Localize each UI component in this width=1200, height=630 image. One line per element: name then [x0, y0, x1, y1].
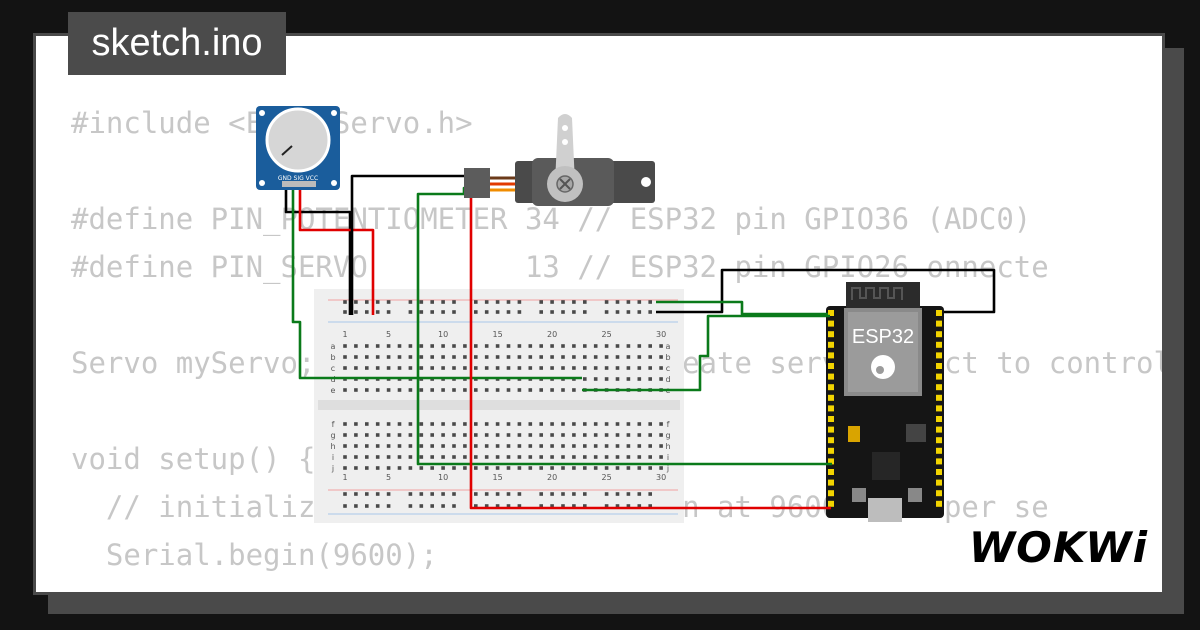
code-line: void setup() {: [71, 442, 316, 476]
pot-pin-labels: GND SIG VCC: [278, 175, 318, 182]
breadboard-column-number: 20: [547, 473, 557, 482]
breadboard-row-letter: d: [330, 375, 335, 384]
esp32-label: ESP32: [852, 326, 914, 348]
breadboard-row-letter: c: [666, 364, 670, 373]
breadboard-row-letter: g: [665, 431, 670, 440]
wokwi-logo: WOKWi: [968, 523, 1148, 572]
breadboard-column-number: 5: [386, 330, 391, 339]
breadboard-row-letter: g: [330, 431, 335, 440]
wire-pot-vcc: [298, 182, 375, 315]
file-tab[interactable]: sketch.ino: [68, 12, 286, 75]
wire-pot-sig: [291, 182, 582, 380]
esp32-board: ESP32: [826, 282, 944, 522]
code-line: Serial.begin(9600);: [71, 538, 438, 572]
wire-rail-green: [656, 300, 828, 316]
breadboard-holes: [343, 300, 663, 508]
breadboard-column-number: 25: [602, 330, 612, 339]
wire-servo-gnd: [350, 174, 476, 315]
breadboard-row-letter: f: [667, 420, 670, 429]
breadboard-row-letter: b: [665, 353, 670, 362]
breadboard-column-number: 30: [656, 473, 666, 482]
potentiometer: GND SIG VCC: [256, 106, 340, 190]
breadboard-column-number: 25: [602, 473, 612, 482]
code-line: #define PIN_SERVO 13 // ESP32 pin GPIO26…: [71, 250, 1049, 284]
breadboard-column-number: 5: [386, 473, 391, 482]
breadboard-column-number: 30: [656, 330, 666, 339]
breadboard-row-letter: a: [331, 342, 336, 351]
breadboard-row-letter: i: [332, 453, 334, 462]
breadboard-column-number: 1: [342, 473, 347, 482]
breadboard-row-letter: e: [331, 386, 336, 395]
breadboard-row-letter: h: [665, 442, 670, 451]
breadboard-column-number: 10: [438, 330, 448, 339]
breadboard-column-number: 1: [342, 330, 347, 339]
breadboard-row-letter: a: [666, 342, 671, 351]
esp32-pin-headers: [828, 310, 942, 507]
servo-motor: [464, 114, 655, 206]
breadboard-row-letter: f: [332, 420, 335, 429]
usb-port: [868, 498, 902, 522]
breadboard-column-number: 15: [493, 330, 503, 339]
wire-adc-green: [582, 314, 830, 392]
wire-pot-gnd: [284, 182, 352, 315]
breadboard-row-letter: b: [330, 353, 335, 362]
breadboard-column-number: 15: [493, 473, 503, 482]
breadboard-row-letter: d: [665, 375, 670, 384]
breadboard-column-number: 10: [438, 473, 448, 482]
breadboard-row-letter: c: [331, 364, 335, 373]
breadboard-row-letter: h: [330, 442, 335, 451]
breadboard-row-letter: j: [331, 464, 334, 473]
wire-gnd-rail: [656, 268, 996, 314]
breadboard-column-number: 20: [547, 330, 557, 339]
breadboard-row-letter: j: [666, 464, 669, 473]
breadboard-row-letter: i: [667, 453, 669, 462]
